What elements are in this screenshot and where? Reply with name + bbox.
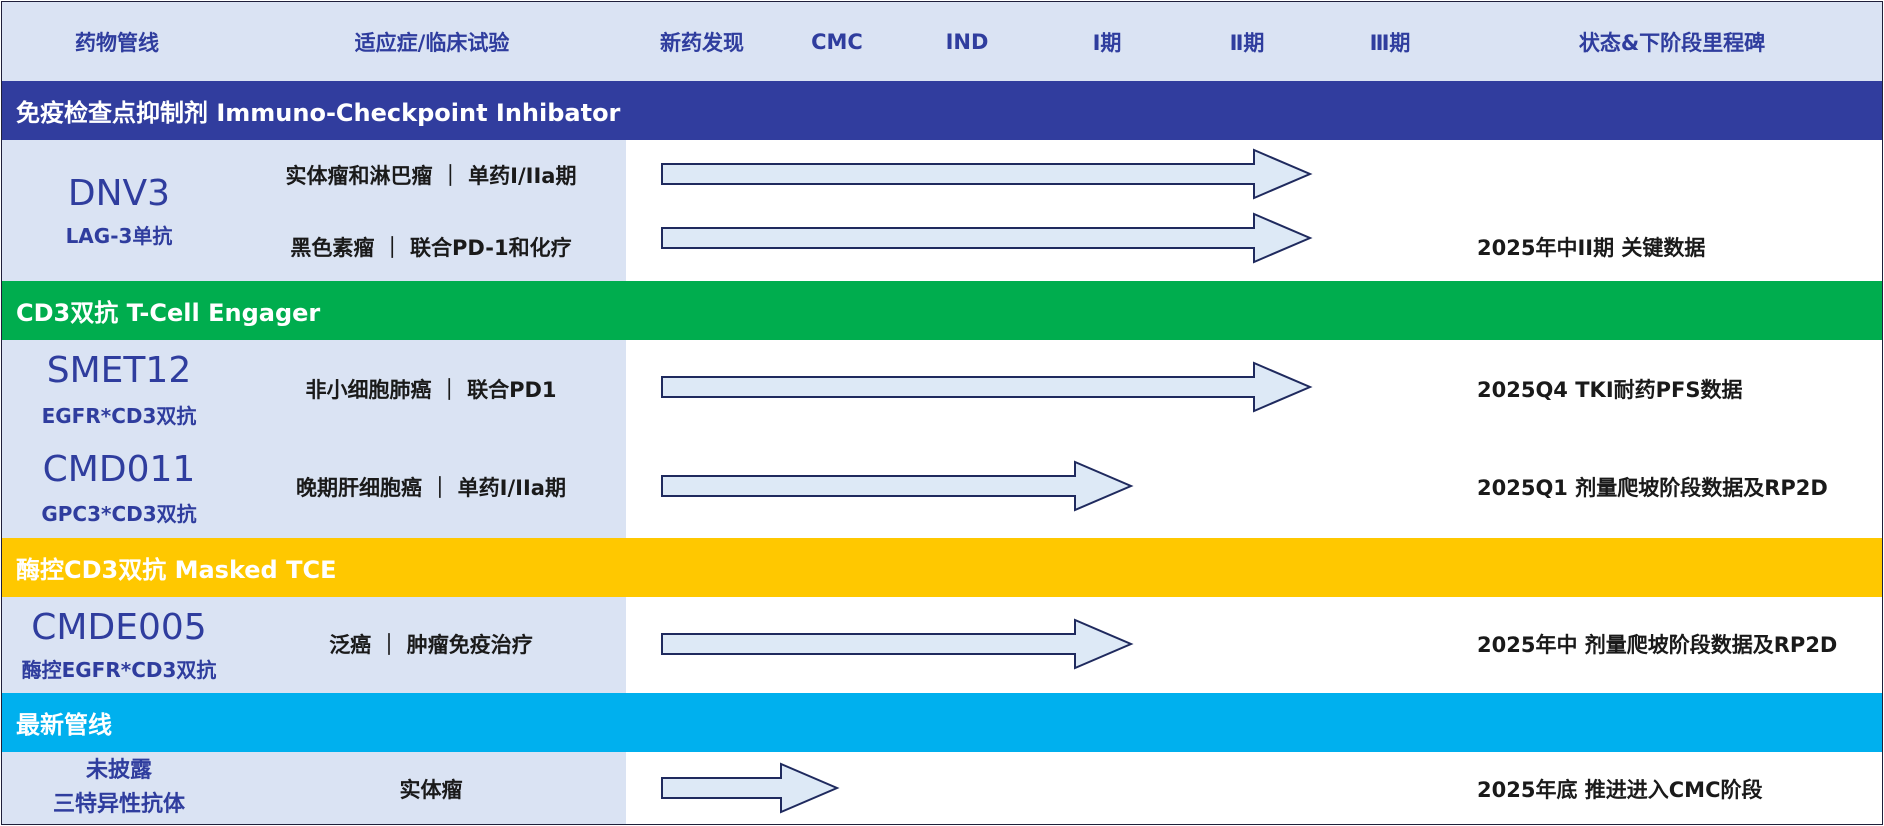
milestone-row-2: 2025年中II期 关键数据 — [1477, 236, 1706, 260]
section-latest: 最新管线 — [2, 693, 1882, 752]
section-cd3: CD3双抗 T-Cell Engager — [2, 281, 1882, 340]
indication-row-1: 实体瘤和淋巴瘤 ｜ 单药I/IIa期 — [285, 164, 577, 188]
progress-arrow-row-1 — [661, 148, 1313, 200]
drug-name-cmd011: CMD011 — [42, 449, 196, 490]
indication-row-6: 实体瘤 — [399, 778, 463, 802]
indication-row-2: 黑色素瘤 ｜ 联合PD-1和化疗 — [290, 236, 572, 260]
header-status: 状态&下阶段里程碑 — [1578, 30, 1766, 55]
drug-target-cmd011: GPC3*CD3双抗 — [41, 502, 197, 526]
drug-name-smet12: SMET12 — [46, 350, 192, 391]
drug-name-undisclosed-line2: 三特异性抗体 — [52, 792, 185, 817]
immuno-left-panel: DNV3 LAG-3单抗 实体瘤和淋巴瘤 ｜ 单药I/IIa期 黑色素瘤 ｜ 联… — [2, 140, 626, 281]
header-ind: IND — [945, 29, 989, 54]
indication-row-4: 晚期肝细胞癌 ｜ 单药I/IIa期 — [296, 476, 566, 500]
section-masked-title: 酶控CD3双抗 Masked TCE — [16, 556, 337, 584]
drug-name-undisclosed: 未披露 三特异性抗体 — [2, 754, 236, 822]
section-immuno: 免疫检查点抑制剂 Immuno-Checkpoint Inhibator — [2, 81, 1882, 140]
drug-name-dnv3: DNV3 — [67, 173, 171, 214]
drug-name-cmde005: CMDE005 — [31, 607, 207, 648]
progress-arrow-row-3 — [661, 361, 1313, 413]
header-cmc: CMC — [811, 29, 863, 54]
indication-row-5: 泛癌 ｜ 肿瘤免疫治疗 — [329, 633, 533, 657]
section-cd3-title: CD3双抗 T-Cell Engager — [16, 299, 321, 327]
header-phase2: Ⅱ期 — [1229, 30, 1265, 55]
progress-arrow-row-4 — [661, 460, 1134, 512]
section-masked: 酶控CD3双抗 Masked TCE — [2, 538, 1882, 597]
milestone-row-4: 2025Q1 剂量爬坡阶段数据及RP2D — [1477, 476, 1828, 500]
drug-target-cmde005: 酶控EGFR*CD3双抗 — [21, 658, 217, 682]
drug-target-smet12: EGFR*CD3双抗 — [41, 404, 197, 428]
latest-left-panel: 未披露 三特异性抗体 实体瘤 — [2, 752, 626, 824]
progress-arrow-row-5 — [661, 618, 1134, 670]
section-immuno-title: 免疫检查点抑制剂 Immuno-Checkpoint Inhibator — [16, 99, 621, 127]
drug-name-undisclosed-line1: 未披露 — [85, 758, 152, 783]
section-latest-title: 最新管线 — [16, 711, 112, 739]
milestone-row-5: 2025年中 剂量爬坡阶段数据及RP2D — [1477, 633, 1838, 657]
header-indication: 适应症/临床试验 — [354, 30, 510, 55]
header-pipeline: 药物管线 — [75, 30, 159, 55]
header-discovery: 新药发现 — [660, 30, 744, 55]
cd3-left-panel: SMET12 EGFR*CD3双抗 非小细胞肺癌 ｜ 联合PD1 CMD011 … — [2, 340, 626, 538]
drug-target-dnv3: LAG-3单抗 — [65, 224, 173, 248]
header-row: 药物管线 适应症/临床试验 新药发现 CMC IND Ⅰ期 Ⅱ期 Ⅲ期 状态&下… — [2, 2, 1882, 81]
progress-arrow-row-2 — [661, 212, 1313, 264]
milestone-row-6: 2025年底 推进进入CMC阶段 — [1477, 778, 1763, 802]
indication-row-3: 非小细胞肺癌 ｜ 联合PD1 — [305, 378, 557, 402]
masked-left-panel: CMDE005 酶控EGFR*CD3双抗 泛癌 ｜ 肿瘤免疫治疗 — [2, 597, 626, 693]
header-phase1: Ⅰ期 — [1092, 30, 1122, 55]
header-phase3: Ⅲ期 — [1369, 30, 1411, 55]
progress-arrow-row-6 — [661, 762, 840, 814]
milestone-row-3: 2025Q4 TKI耐药PFS数据 — [1477, 378, 1743, 402]
